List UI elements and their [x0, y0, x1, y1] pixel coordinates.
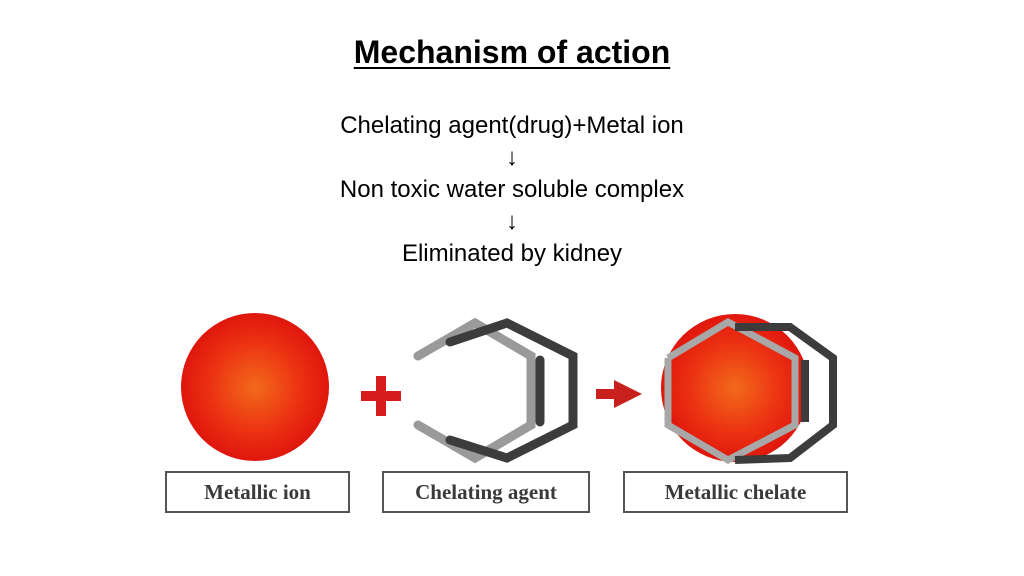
down-arrow-icon: ↓: [506, 144, 518, 171]
chelating-agent-rings: [413, 317, 578, 464]
plus-icon: [361, 376, 401, 416]
chelation-figure: Metallic ion Chelating agent Metallic ch…: [0, 300, 1024, 540]
flow-step-3: Eliminated by kidney: [401, 240, 623, 267]
metallic-chelate-label: Metallic chelate: [623, 471, 848, 513]
mechanism-flow: Chelating agent(drug)+Metal ion ↓ Non to…: [0, 110, 1024, 270]
flow-step-1: Chelating agent(drug)+Metal ion: [340, 112, 684, 139]
flow-step-2: Non toxic water soluble complex: [339, 176, 685, 203]
chelating-agent-label: Chelating agent: [382, 471, 590, 513]
slide-title: Mechanism of action: [353, 34, 671, 70]
reaction-arrow-icon: [596, 380, 642, 408]
down-arrow-icon: ↓: [506, 208, 518, 235]
metallic-ion-label: Metallic ion: [165, 471, 350, 513]
metallic-chelate: [661, 314, 837, 464]
metal-ion-sphere: [181, 313, 329, 461]
chelation-illustration: [181, 313, 837, 464]
